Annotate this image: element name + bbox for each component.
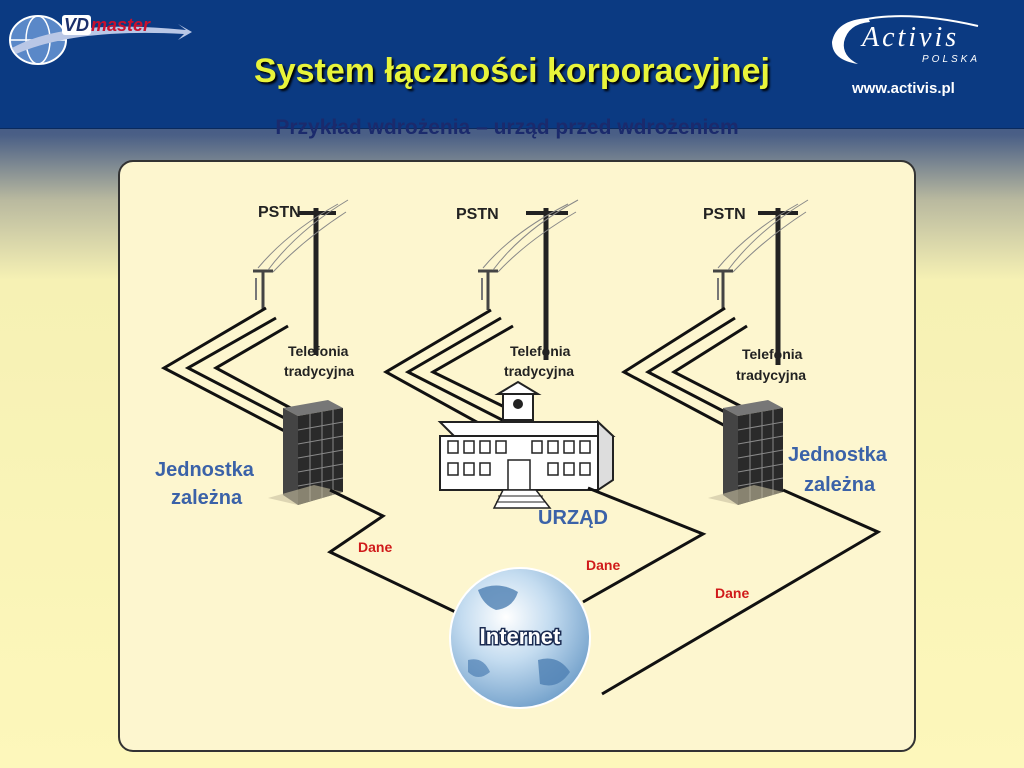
network-diagram: PSTN PSTN PSTN Telefonia tradycyjna Tele… bbox=[118, 160, 916, 752]
internet-label: Internet bbox=[480, 624, 561, 649]
svg-text:tradycyjna: tradycyjna bbox=[736, 367, 806, 383]
building-icon-left bbox=[268, 400, 344, 505]
svg-text:tradycyjna: tradycyjna bbox=[504, 363, 574, 379]
pstn-label-center: PSTN bbox=[456, 206, 499, 223]
svg-text:zależna: zależna bbox=[171, 487, 243, 509]
svg-text:tradycyjna: tradycyjna bbox=[284, 363, 354, 379]
data-label-center: Dane bbox=[586, 557, 620, 573]
telephony-label-center: Telefonia tradycyjna bbox=[504, 343, 574, 379]
office-label: URZĄD bbox=[538, 507, 608, 529]
telephony-lines-center bbox=[382, 308, 524, 444]
pstn-label-right: PSTN bbox=[703, 206, 746, 223]
telephony-label-left: Telefonia tradycyjna bbox=[284, 343, 354, 379]
svg-text:Telefonia: Telefonia bbox=[510, 343, 571, 359]
telephony-lines-left bbox=[160, 306, 299, 440]
activis-swoosh-icon bbox=[832, 15, 979, 64]
internet-globe-icon bbox=[449, 567, 591, 709]
telephony-lines-right bbox=[621, 306, 753, 440]
slide-subtitle: Przykład wdrożenia – urząd przed wdrożen… bbox=[275, 116, 739, 139]
svg-text:Jednostka: Jednostka bbox=[155, 459, 255, 481]
svg-text:zależna: zależna bbox=[804, 474, 876, 496]
svg-text:Telefonia: Telefonia bbox=[742, 346, 803, 362]
pstn-pole-left bbox=[253, 199, 349, 355]
office-building-icon bbox=[437, 380, 616, 509]
svg-text:Jednostka: Jednostka bbox=[788, 444, 888, 466]
data-links bbox=[326, 486, 882, 696]
data-label-right: Dane bbox=[715, 585, 749, 601]
pstn-label-left: PSTN bbox=[258, 204, 301, 221]
svg-text:Telefonia: Telefonia bbox=[288, 343, 349, 359]
building-icon-right bbox=[708, 400, 784, 505]
data-label-left: Dane bbox=[358, 539, 392, 555]
slide-title: System łączności korporacyjnej bbox=[254, 52, 770, 90]
unit-label-left: Jednostka zależna bbox=[155, 459, 255, 509]
pstn-pole-center bbox=[478, 199, 579, 360]
website-url[interactable]: www.activis.pl bbox=[852, 80, 955, 97]
vdmaster-logo bbox=[9, 15, 192, 65]
activis-logo-subtext: POLSKA bbox=[922, 54, 981, 65]
activis-logo-text: Activis bbox=[862, 22, 960, 53]
unit-label-right: Jednostka zależna bbox=[788, 444, 888, 496]
pstn-pole-right bbox=[713, 199, 809, 365]
telephony-label-right: Telefonia tradycyjna bbox=[736, 346, 806, 383]
